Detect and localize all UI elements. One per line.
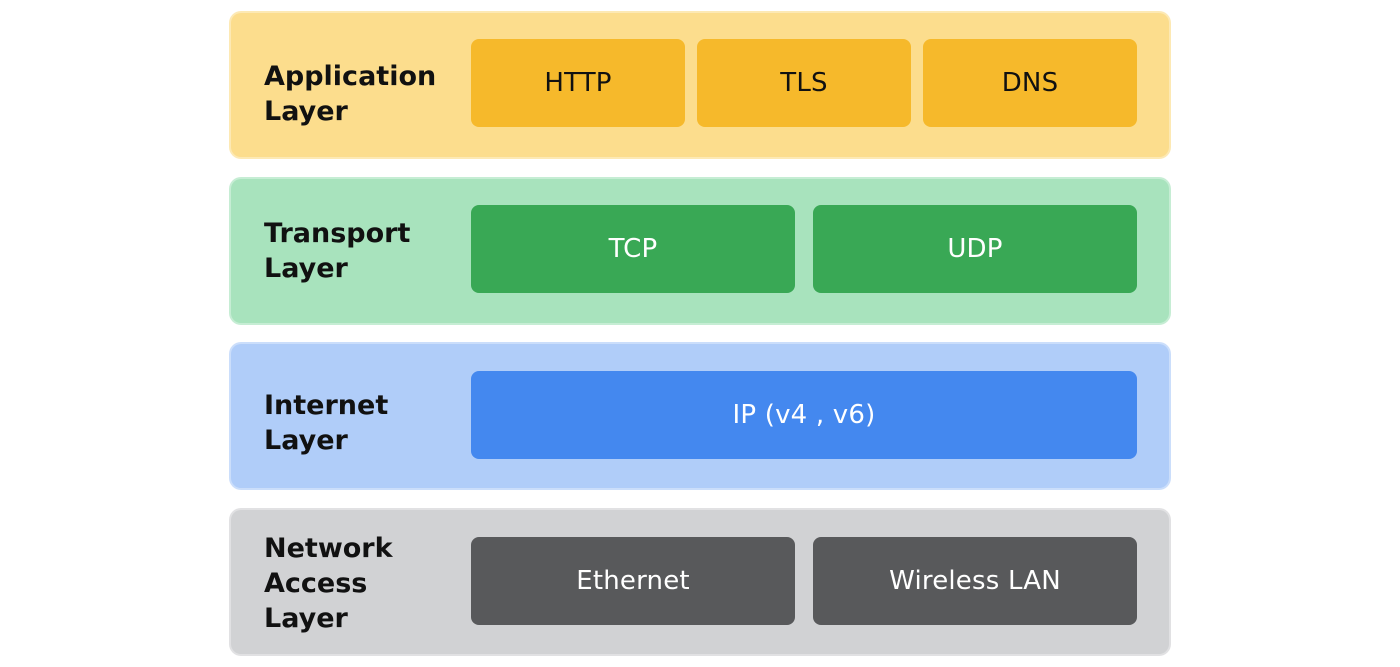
protocol-label: Ethernet (576, 566, 690, 596)
protocol-box-wireless-lan: Wireless LAN (813, 537, 1137, 625)
protocol-box-tls: TLS (697, 39, 911, 127)
protocol-label: UDP (947, 234, 1003, 264)
protocol-label: TLS (780, 68, 828, 98)
protocol-box-tcp: TCP (471, 205, 795, 293)
protocol-box-ip: IP (v4 , v6) (471, 371, 1137, 459)
protocol-box-http: HTTP (471, 39, 685, 127)
protocol-label: HTTP (544, 68, 612, 98)
network-access-layer-label: Network Access Layer (264, 533, 393, 634)
transport-layer-label: Transport Layer (264, 218, 411, 284)
protocol-box-ethernet: Ethernet (471, 537, 795, 625)
protocol-box-udp: UDP (813, 205, 1137, 293)
protocol-label: DNS (1001, 68, 1059, 98)
transport-layer: Transport Layer TCP UDP (229, 177, 1171, 325)
application-layer-label: Application Layer (264, 61, 437, 127)
protocol-label: Wireless LAN (889, 566, 1061, 596)
protocol-label: TCP (608, 234, 658, 264)
internet-layer: Internet Layer IP (v4 , v6) (229, 342, 1171, 490)
application-layer: Application Layer HTTP TLS DNS (229, 11, 1171, 159)
network-access-layer: Network Access Layer Ethernet Wireless L… (229, 508, 1171, 656)
internet-layer-label: Internet Layer (264, 390, 389, 456)
protocol-box-dns: DNS (923, 39, 1137, 127)
protocol-label: IP (v4 , v6) (732, 400, 876, 430)
